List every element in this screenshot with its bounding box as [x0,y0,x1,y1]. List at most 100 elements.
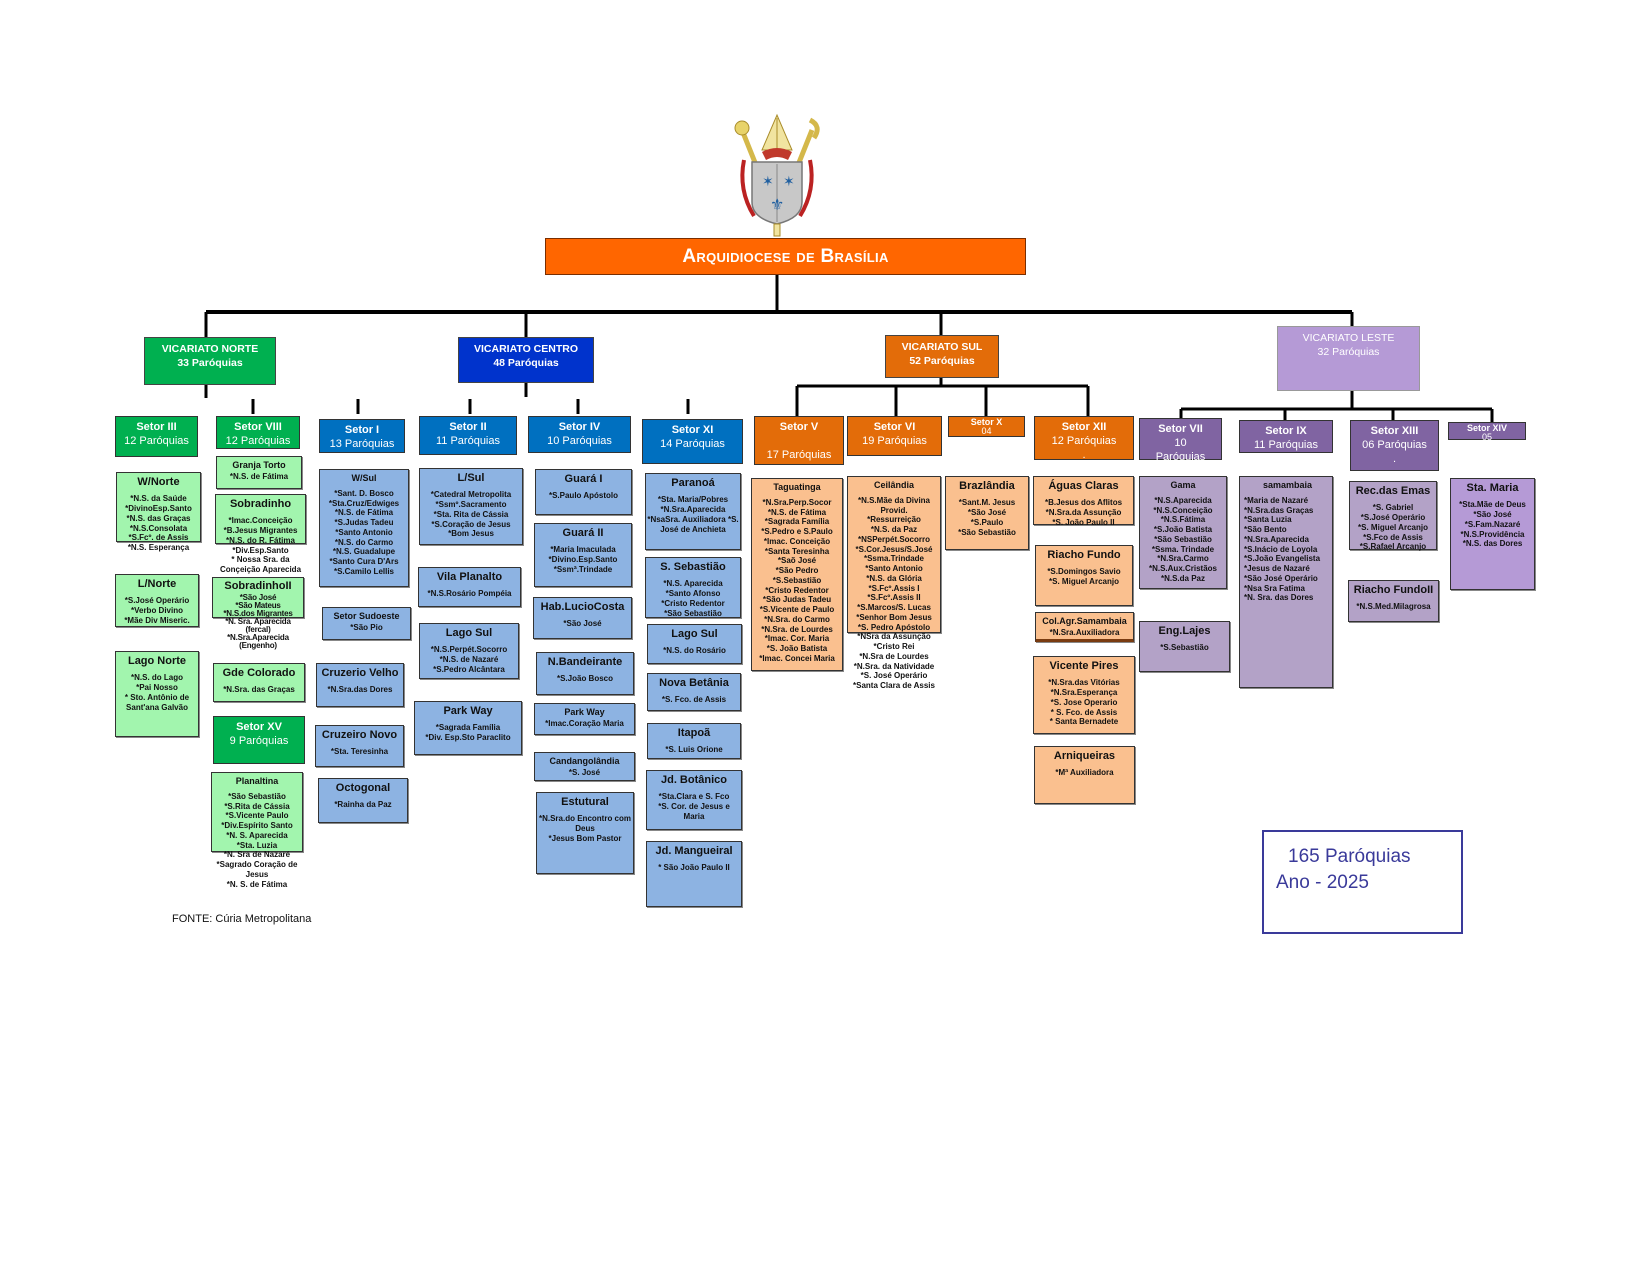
community-n-bandeirante[interactable]: N.Bandeirante*S.João Bosco [536,652,634,695]
community-arniqueiras[interactable]: Arniqueiras*Mª Auxiliadora [1034,746,1135,804]
setor-name: Setor XIII [1370,425,1419,437]
setor-name: Setor I [344,424,380,436]
vicariate-count: 52 Paróquias [909,354,975,367]
community-taguatinga[interactable]: Taguatinga*N.Sra.Perp.Socor*N.S. de Fáti… [751,478,843,671]
community-samambaia[interactable]: samambaia*Maria de Nazaré*N.Sra.das Graç… [1239,476,1333,688]
community-cruzerio-velho[interactable]: Cruzerio Velho*N.Sra.das Dores [316,663,404,707]
community-name: Riacho FundoII [1353,584,1434,596]
community-park-way[interactable]: Park Way*Sagrada Família*Div. Esp.Sto Pa… [414,701,522,755]
community-name: W/Sul [351,473,377,483]
community-estutural[interactable]: Estutural*N.Sra.do Encontro com Deus*Jes… [536,792,634,874]
community-name: Setor Sudoeste [333,611,400,621]
community-brazlandia[interactable]: Brazlândia*Sant.M. Jesus*São José*S.Paul… [945,476,1029,550]
parish-name: *N.S. Guadalupe [332,547,396,557]
community-guara-i[interactable]: Guará I*S.Paulo Apóstolo [535,469,632,515]
parish-name: *N.S.Rosário Pompéia [427,589,512,599]
parish-name: *N.S.Conceição [1153,505,1213,515]
community-gde-colorado[interactable]: Gde Colorado*N.Sra. das Graças [213,663,305,702]
svg-text:✶: ✶ [762,173,774,189]
parish-name: *S. Gabriel [1372,503,1414,513]
setor-name: Setor XI [671,424,714,436]
community-vila-planalto[interactable]: Vila Planalto*N.S.Rosário Pompéia [418,567,521,607]
parish-name: *NSPerpét.Socorro [857,534,931,544]
community-name: Guará I [564,473,603,485]
community-w-sul[interactable]: W/Sul*Sant. D. Bosco*Sta.Cruz/Edwiges*N.… [319,469,409,587]
community-name: L/Norte [137,578,177,590]
community-planaltina[interactable]: Planaltina*São Sebastião*S.Rita de Cássi… [211,772,303,889]
community-lago-sul[interactable]: Lago Sul*N.S. do Rosário [647,624,742,664]
community-col-agr-samambaia[interactable]: Col.Agr.Samambaia*N.Sra.Auxiliadora [1035,612,1134,642]
vicariate-name: VICARIATO LESTE [1302,332,1395,344]
community-w-norte[interactable]: W/Norte*N.S. da Saúde*DivinoEsp.Santo*N.… [116,472,201,552]
community-l-norte[interactable]: L/Norte*S.José Operário*Verbo Divino*Mãe… [115,574,199,627]
community-name: S. Sebastião [660,561,726,573]
parish-name: *N.Sra. de Lourdes [761,624,833,634]
vicariate-name: VICARIATO SUL [901,341,983,353]
community-lago-norte[interactable]: Lago Norte*N.S. do Lago*Pai Nosso* Sto. … [115,651,199,737]
community-name: Itapoã [677,727,711,739]
community-name: Granja Torto [232,460,286,470]
parish-name: *N.S. do Lago [131,673,183,683]
community-octogonal[interactable]: Octogonal*Rainha da Paz [318,778,408,823]
community-guara-ii[interactable]: Guará II*Maria Imaculada*Divino.Esp.Sant… [534,523,632,587]
setor-setor-v[interactable]: Setor V 17 Paróquias [754,416,844,465]
parish-name: *N.S. de Fátima [334,508,394,518]
community-name: N.Bandeirante [547,656,623,668]
community-setor-sudoeste[interactable]: Setor Sudoeste*São Pio [322,607,411,640]
community-s-sebastiao[interactable]: S. Sebastião*N.S. Aparecida*Santo Afonso… [645,557,741,618]
community-granja-torto[interactable]: Granja Torto*N.S. de Fátima [216,456,302,489]
community-park-way[interactable]: Park Way*Imac.Coração Maria [534,703,635,735]
setor-count: 11 Paróquias [435,434,500,447]
community-cruzeiro-novo[interactable]: Cruzeiro Novo*Sta. Teresinha [315,725,404,767]
parish-name: *S.Fcº.Assis II [867,593,921,603]
community-aguas-claras[interactable]: Águas Claras*B.Jesus dos Aflitos*N.Sra.d… [1033,476,1134,527]
parish-name: *N.S. das Graças [126,513,191,523]
community-riacho-fundo[interactable]: Riacho Fundo*S.Domingos Savio*S. Miguel … [1035,545,1133,606]
parish-name: *N.Sra.Perp.Socor [762,497,832,507]
community-sta-maria[interactable]: Sta. Maria*Sta.Mãe de Deus*São José*S.Fa… [1450,478,1535,590]
parish-name: *N.S. das Dores [1462,539,1523,549]
community-riacho-fundoii[interactable]: Riacho FundoII*N.S.Med.Milagrosa [1348,580,1439,622]
parish-name: *N.Sra. da Natividade [853,661,935,671]
community-sobradinhoii[interactable]: SobradinhoII*São José*São Mateus*N.S.dos… [212,577,304,650]
community-eng-lajes[interactable]: Eng.Lajes*S.Sebastião [1139,621,1230,672]
community-jd-mangueiral[interactable]: Jd. Mangueiral* São João Paulo II [646,841,742,907]
parish-name: *S.João Batista [1153,525,1213,535]
community-itapoa[interactable]: Itapoã*S. Luis Orione [647,723,741,759]
community-paranoa[interactable]: Paranoá*Sta. Maria/Pobres*N.Sra.Aparecid… [645,473,741,550]
community-ceilandia[interactable]: Ceilândia*N.S.Mãe da Divina Provid.*Ress… [847,476,941,690]
community-jd-botanico[interactable]: Jd. Botânico*Sta.Clara e S. Fco*S. Cor. … [646,770,742,830]
community-vicente-pires[interactable]: Vicente Pires*N.Sra.das Vitórias*N.Sra.E… [1033,656,1135,734]
parish-name: *Cristo Redentor [765,585,829,595]
community-name: Brazlândia [959,480,1015,492]
community-candangolandia[interactable]: Candangolândia*S. José [534,752,635,781]
community-hab-luciocosta[interactable]: Hab.LucioCosta*São José [533,597,632,639]
community-rec-das-emas[interactable]: Rec.das Emas*S. Gabriel*S.José Operário*… [1349,481,1437,551]
community-gama[interactable]: Gama*N.S.Aparecida*N.S.Conceição*N.S.Fát… [1139,476,1227,589]
community-name: Gde Colorado [222,667,296,679]
vicariate-count: 33 Paróquias [177,356,243,369]
community-l-sul[interactable]: L/Sul*Catedral Metropolita*Ssmº.Sacramen… [419,468,523,545]
community-lago-sul[interactable]: Lago Sul*N.S.Perpét.Socorro*N.S. de Naza… [419,623,519,679]
parish-name: *DivinoEsp.Santo [125,504,192,514]
community-nova-betania[interactable]: Nova Betânia*S. Fco. de Assis [647,673,741,711]
community-sobradinho[interactable]: Sobradinho*Imac.Conceição*B.Jesus Migran… [215,494,306,574]
